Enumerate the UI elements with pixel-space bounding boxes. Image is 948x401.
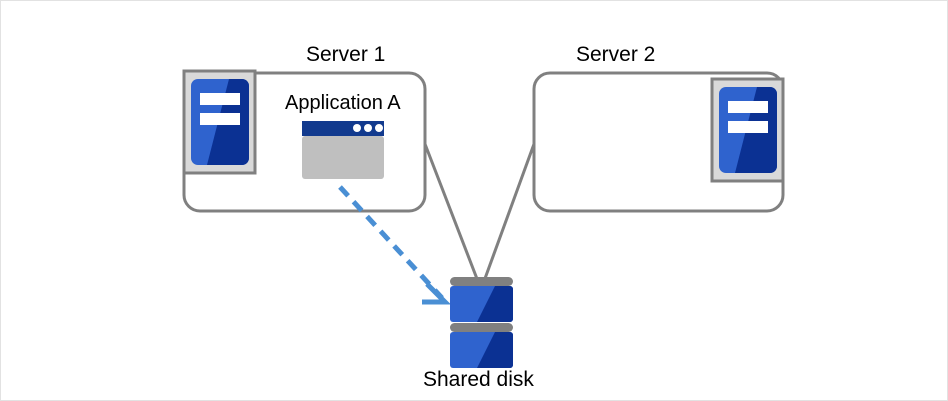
window-dot-icon [364, 124, 372, 132]
connector-application-a-to-disk [338, 185, 452, 305]
server-icon [710, 77, 785, 183]
server2-label: Server 2 [576, 43, 656, 66]
application-a-label: Application A [285, 92, 401, 114]
disk-icon[interactable] [450, 277, 513, 368]
server1-label: Server 1 [306, 43, 386, 66]
window-dot-icon [353, 124, 361, 132]
server-icon [182, 69, 257, 175]
connector-server2-to-disk [481, 143, 536, 285]
app-window-icon[interactable] [302, 121, 384, 179]
connector-server1-to-disk [423, 143, 481, 285]
arrowhead-icon [422, 282, 452, 305]
window-dot-icon [375, 124, 383, 132]
shared-disk-label: Shared disk [423, 368, 534, 391]
